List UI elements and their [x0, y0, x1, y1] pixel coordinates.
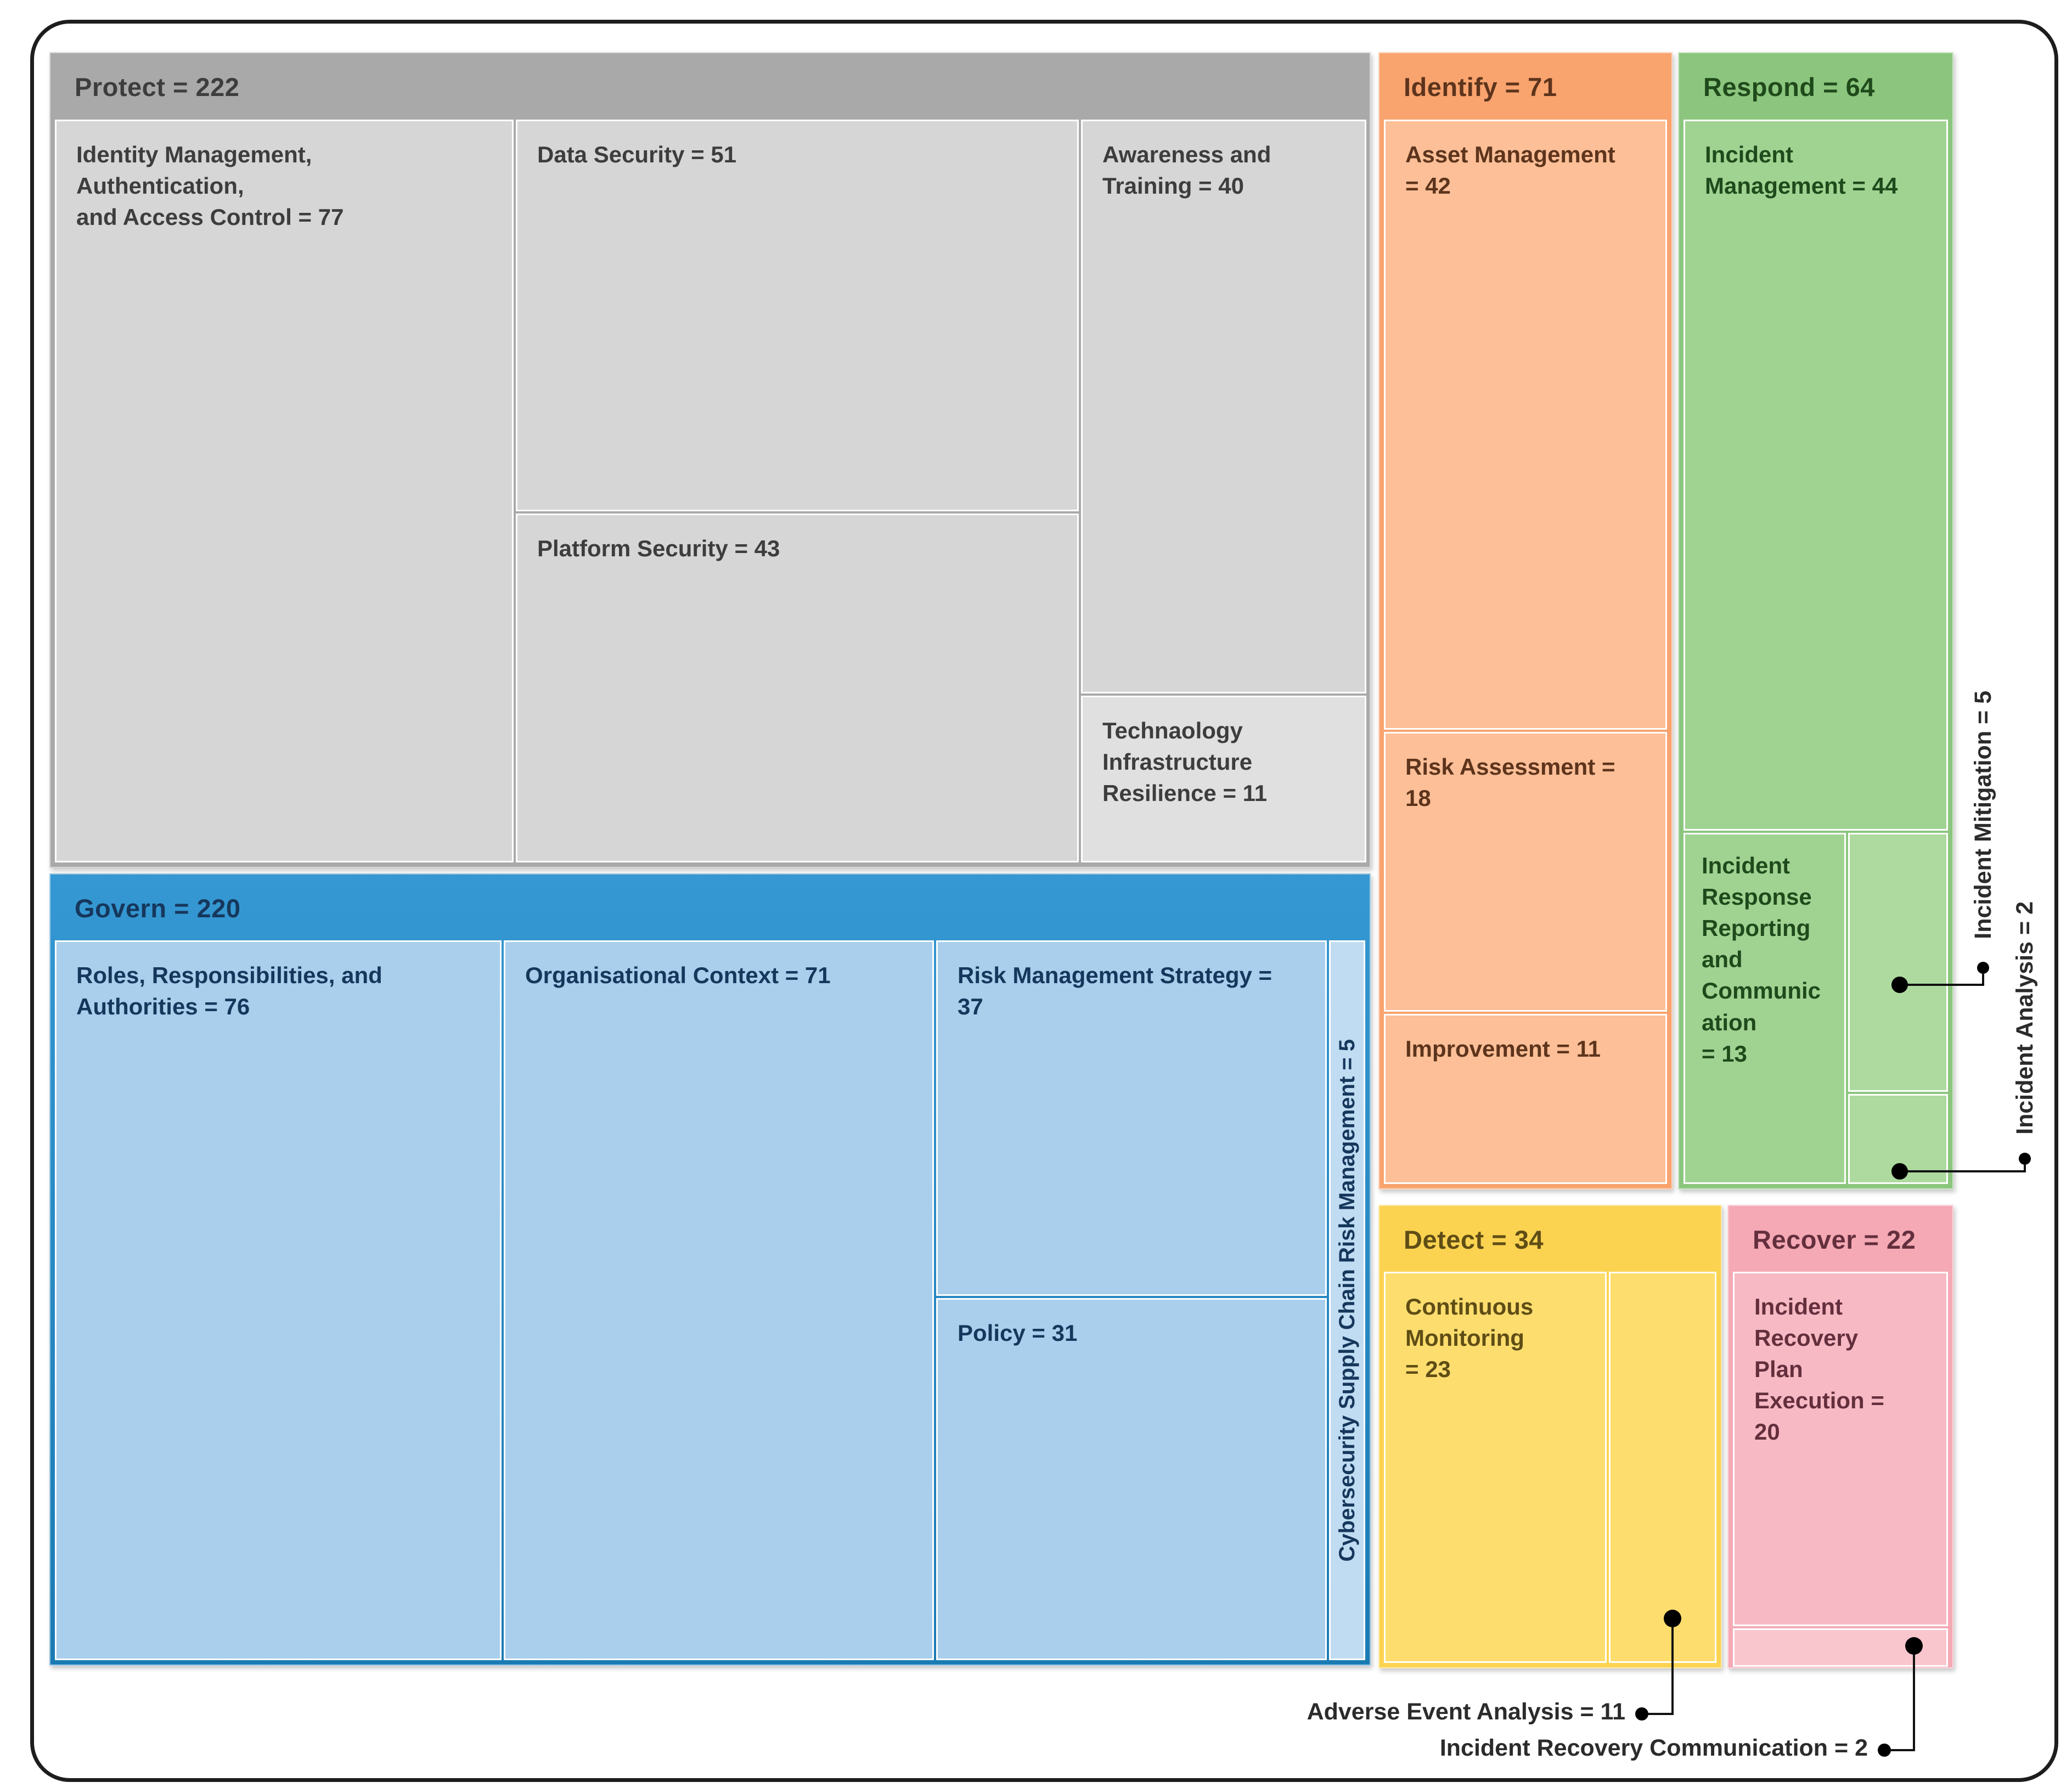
cell-risk-management-strategy: Risk Management Strategy = 37	[936, 940, 1327, 1296]
cell-improvement: Improvement = 11	[1384, 1014, 1667, 1184]
cell-cybersecurity-supply-chain-label: Cybersecurity Supply Chain Risk Manageme…	[1335, 1039, 1359, 1562]
group-recover-header: Recover = 22	[1753, 1225, 1916, 1254]
cell-data-security: Data Security = 51	[516, 120, 1079, 511]
group-respond-header: Respond = 64	[1703, 72, 1875, 101]
cell-identity-management: Identity Management, Authentication, and…	[55, 120, 514, 862]
cell-incident-recovery-plan-execution: Incident Recovery Plan Execution = 20	[1733, 1272, 1948, 1626]
cell-risk-assessment: Risk Assessment = 18	[1384, 732, 1667, 1012]
cell-cybersecurity-supply-chain-risk-management: Cybersecurity Supply Chain Risk Manageme…	[1329, 940, 1365, 1660]
cell-technology-infrastructure-resilience: Technaology Infrastructure Resilience = …	[1081, 696, 1366, 862]
cell-policy: Policy = 31	[936, 1298, 1327, 1660]
cell-adverse-event-analysis	[1609, 1272, 1716, 1663]
callout-incident-mitigation-text: Incident Mitigation = 5	[1969, 690, 1996, 939]
cell-organisational-context: Organisational Context = 71	[504, 940, 934, 1660]
group-identify-header: Identify = 71	[1404, 72, 1557, 101]
cell-awareness-training: Awareness and Training = 40	[1081, 120, 1366, 693]
cell-incident-management: Incident Management = 44	[1684, 120, 1948, 831]
cell-incident-response-reporting-communication: Incident Response Reporting and Communic…	[1684, 833, 1846, 1184]
cell-roles-responsibilities-authorities: Roles, Responsibilities, and Authorities…	[55, 940, 502, 1660]
label-dot-incident-recovery-communication	[1878, 1744, 1891, 1757]
callout-label-incident-analysis: Incident Analysis = 2	[2007, 875, 2042, 1160]
group-detect-header: Detect = 34	[1404, 1225, 1544, 1254]
group-protect-header: Protect = 222	[75, 72, 240, 101]
label-dot-adverse-event-analysis	[1635, 1707, 1648, 1721]
callout-label-adverse-event-analysis: Adverse Event Analysis = 11	[1307, 1699, 1625, 1725]
callout-label-incident-mitigation: Incident Mitigation = 5	[1966, 656, 2001, 974]
cell-continuous-monitoring: Continuous Monitoring = 23	[1384, 1272, 1607, 1663]
cell-incident-analysis	[1848, 1094, 1948, 1184]
cell-incident-mitigation	[1848, 833, 1948, 1092]
cell-incident-recovery-communication	[1733, 1628, 1948, 1667]
cell-asset-management: Asset Management = 42	[1384, 120, 1667, 730]
callout-label-incident-recovery-communication: Incident Recovery Communication = 2	[1439, 1735, 1868, 1761]
callout-incident-analysis-text: Incident Analysis = 2	[2011, 901, 2038, 1135]
group-govern-header: Govern = 220	[75, 893, 241, 923]
cell-platform-security: Platform Security = 43	[516, 514, 1079, 862]
